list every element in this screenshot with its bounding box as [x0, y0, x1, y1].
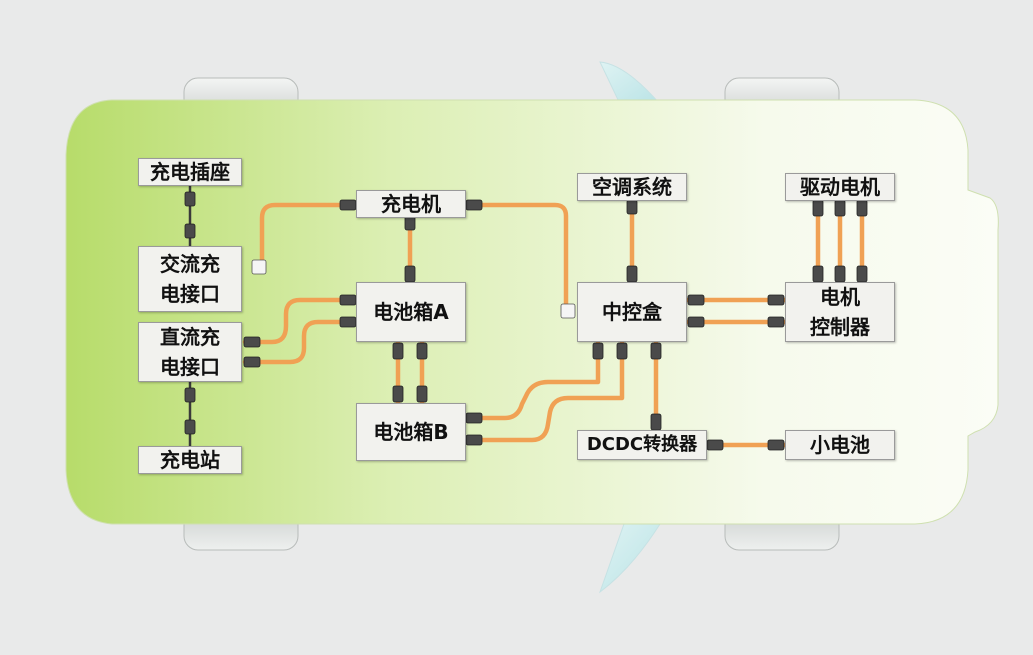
- cable-dc-battery-a-1: [242, 297, 360, 345]
- ac-charging-port-box: 交流充 电接口: [138, 246, 242, 312]
- plug: [650, 342, 662, 360]
- plug: [243, 356, 261, 368]
- battery-a-box: 电池箱A: [356, 282, 466, 342]
- plug: [465, 434, 483, 446]
- windshield-bottom: [598, 523, 661, 594]
- plug: [184, 223, 196, 239]
- plug: [616, 342, 628, 360]
- plug: [339, 199, 357, 211]
- central-control-box: 中控盒: [577, 282, 687, 342]
- plug: [404, 265, 416, 283]
- plug: [767, 294, 785, 306]
- plug: [626, 199, 638, 215]
- battery-b-box: 电池箱B: [356, 403, 466, 461]
- plug: [416, 342, 428, 360]
- cable-batt-b-central-1: [462, 340, 601, 421]
- charging-socket-box: 充电插座: [138, 158, 242, 186]
- plug: [465, 199, 483, 211]
- plug: [856, 199, 868, 217]
- charger-box: 充电机: [356, 190, 466, 218]
- cable-charger-ac: [259, 202, 353, 268]
- plug: [416, 385, 428, 403]
- ac-system-box: 空调系统: [577, 173, 687, 201]
- connector-plugs: [184, 191, 868, 451]
- plug: [812, 199, 824, 217]
- plug: [184, 419, 196, 435]
- plug: [339, 316, 357, 328]
- plug: [834, 199, 846, 217]
- drive-motor-box: 驱动电机: [785, 173, 895, 201]
- plug: [856, 265, 868, 283]
- plug: [650, 413, 662, 431]
- plug: [812, 265, 824, 283]
- cable-charger-central: [467, 202, 569, 313]
- plug: [687, 316, 705, 328]
- plug: [251, 259, 267, 275]
- plug: [626, 265, 638, 283]
- plug: [706, 439, 724, 451]
- plug: [767, 316, 785, 328]
- plug: [834, 265, 846, 283]
- cable-dc-battery-a-2: [242, 319, 360, 365]
- plug: [392, 342, 404, 360]
- dc-charging-port-box: 直流充 电接口: [138, 322, 242, 382]
- small-battery-box: 小电池: [785, 430, 895, 460]
- plug: [767, 439, 785, 451]
- plug: [687, 294, 705, 306]
- cable-batt-b-central-2: [462, 340, 625, 443]
- plug: [465, 412, 483, 424]
- motor-controller-box: 电机 控制器: [785, 282, 895, 342]
- plug: [339, 294, 357, 306]
- dcdc-converter-box: DCDC转换器: [577, 430, 707, 460]
- plug: [392, 385, 404, 403]
- plug: [592, 342, 604, 360]
- plug: [184, 387, 196, 403]
- plug: [560, 303, 576, 319]
- windshield-top: [599, 61, 662, 105]
- plug: [243, 336, 261, 348]
- charging-station-box: 充电站: [138, 446, 242, 474]
- plug: [184, 191, 196, 207]
